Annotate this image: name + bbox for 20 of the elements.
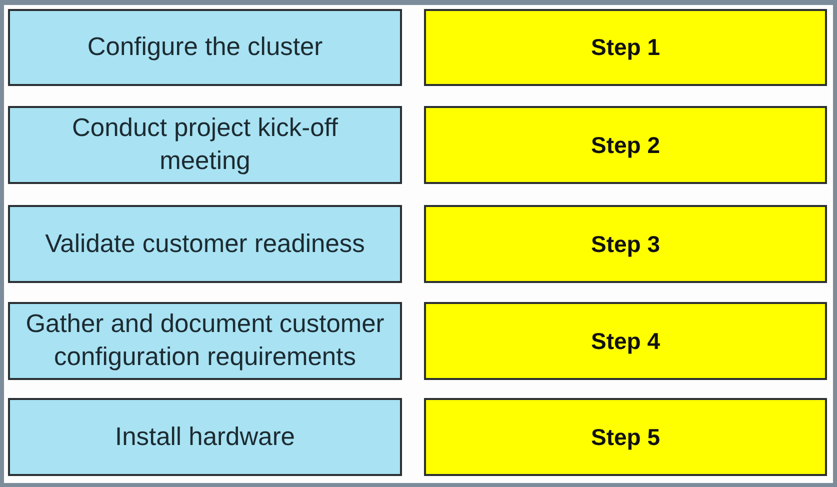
task-label: Conduct project kick-off meeting [71,113,339,177]
step-label: Step 1 [590,34,660,61]
task-label: Gather and document customer configuration requirements [24,309,386,373]
step-box [424,205,827,283]
step-box [424,106,827,184]
task-label: Configure the cluster [87,32,323,63]
step-box [424,302,827,380]
task-box [8,106,402,184]
step-label: Step 3 [590,230,660,258]
task-label: Validate customer readiness [45,228,365,260]
step-label: Step 5 [590,424,660,450]
step-label: Step 4 [590,328,660,354]
step-box [424,398,827,476]
step-box [424,9,827,86]
task-label: Install hardware [114,422,295,452]
task-box [8,302,402,380]
step-label: Step 2 [590,132,660,158]
task-box [8,398,402,476]
task-box [8,9,402,86]
task-box [8,205,402,283]
